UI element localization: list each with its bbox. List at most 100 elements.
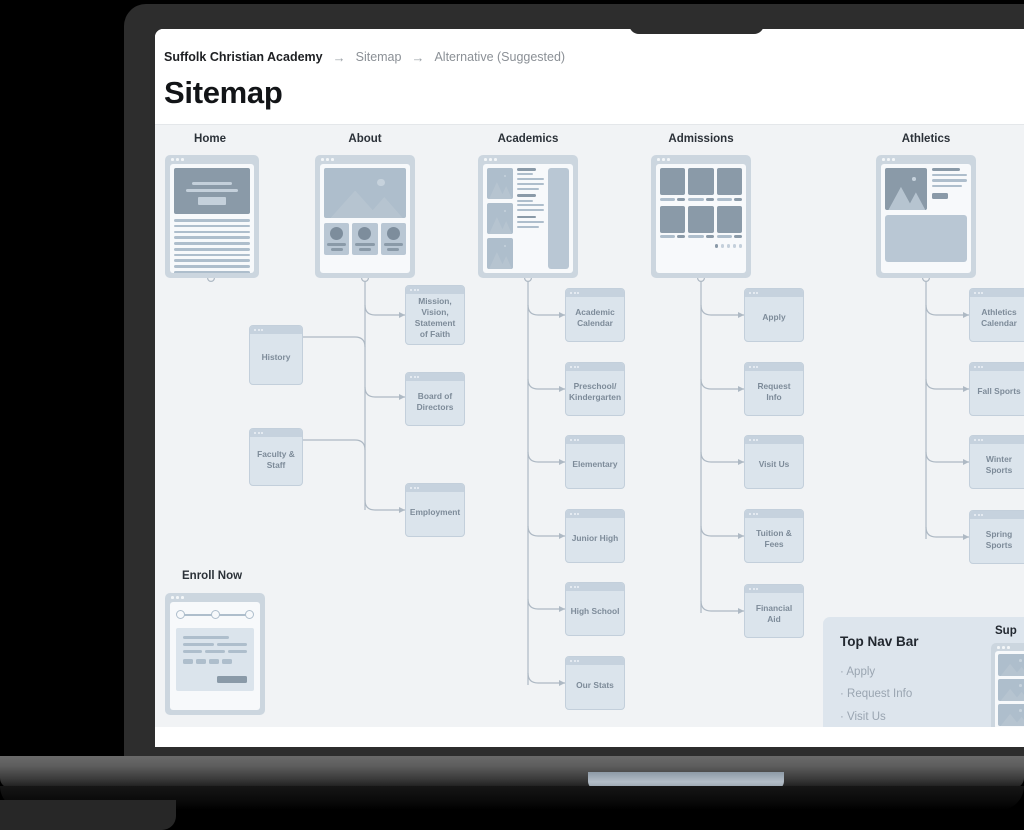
page-thumbnail-enroll-now[interactable] [165, 593, 265, 715]
node-titlebar-icon [745, 436, 803, 444]
node-label: History [261, 352, 291, 363]
column-heading-academics: Academics [497, 133, 559, 145]
sitemap-node-high-school[interactable]: High School [565, 582, 625, 636]
node-titlebar-icon [745, 585, 803, 593]
sitemap-canvas[interactable]: Home About Academics Admissions Athletic… [155, 124, 1024, 727]
node-label: Request Info [757, 380, 791, 402]
page-title: Sitemap [164, 75, 283, 110]
node-titlebar-icon [566, 289, 624, 297]
breadcrumb-item-1[interactable]: Sitemap [355, 50, 402, 65]
sitemap-node-visit-us[interactable]: Visit Us [744, 435, 804, 489]
sitemap-node-fall-sports[interactable]: Fall Sports [969, 362, 1024, 416]
node-titlebar-icon [250, 326, 302, 334]
node-titlebar-icon [745, 510, 803, 518]
node-label: Academic Calendar [575, 306, 615, 328]
node-label: Elementary [572, 459, 618, 470]
sitemap-node-our-stats[interactable]: Our Stats [565, 656, 625, 710]
sitemap-node-history[interactable]: History [249, 325, 303, 385]
node-titlebar-icon [566, 363, 624, 371]
laptop-screen: Suffolk Christian Academy → Sitemap → Al… [155, 29, 1024, 747]
breadcrumb-item-2[interactable]: Alternative (Suggested) [434, 50, 566, 65]
window-dots-icon [484, 158, 497, 161]
node-label: Winter Sports [985, 453, 1013, 475]
connector-edges [206, 274, 969, 686]
laptop-frame: Suffolk Christian Academy → Sitemap → Al… [124, 4, 1024, 756]
top-nav-bar-item-visit-us[interactable]: Visit Us [840, 706, 1024, 727]
node-titlebar-icon [970, 436, 1024, 444]
node-label: High School [570, 606, 620, 617]
column-heading-about: About [348, 133, 382, 145]
node-label: Tuition & Fees [756, 527, 792, 549]
laptop-base-lip [588, 772, 784, 790]
sitemap-node-request-info[interactable]: Request Info [744, 362, 804, 416]
window-dots-icon [882, 158, 895, 161]
node-label: Apply [762, 312, 786, 323]
page-thumbnail-about[interactable] [315, 155, 415, 278]
laptop-base [0, 756, 1024, 788]
node-label: Spring Sports [985, 528, 1013, 550]
node-label: Financial Aid [755, 602, 793, 624]
page-thumbnail-support[interactable] [991, 643, 1024, 727]
breadcrumb-separator-icon: → [411, 50, 425, 65]
sitemap-node-financial-aid[interactable]: Financial Aid [744, 584, 804, 638]
stepper-icon [176, 609, 254, 621]
sitemap-node-spring-sports[interactable]: Spring Sports [969, 510, 1024, 564]
top-nav-bar-item-request-info[interactable]: Request Info [840, 683, 1024, 705]
node-label: Athletics Calendar [981, 306, 1017, 328]
sitemap-node-preschool-kindergarten[interactable]: Preschool/ Kindergarten [565, 362, 625, 416]
sitemap-node-board-of-directors[interactable]: Board of Directors [405, 372, 465, 426]
column-heading-home: Home [194, 133, 226, 145]
laptop-foot-left [0, 800, 176, 830]
section-label-enroll-now: Enroll Now [182, 570, 243, 582]
sitemap-node-mission-vision[interactable]: Mission, Vision, Statement of Faith [405, 285, 465, 345]
node-titlebar-icon [566, 510, 624, 518]
sitemap-node-athletics-calendar[interactable]: Athletics Calendar [969, 288, 1024, 342]
node-label: Fall Sports [977, 386, 1021, 397]
sitemap-node-junior-high[interactable]: Junior High [565, 509, 625, 563]
node-titlebar-icon [745, 363, 803, 371]
column-heading-athletics: Athletics [901, 133, 951, 145]
sitemap-node-faculty-staff[interactable]: Faculty & Staff [249, 428, 303, 486]
pagination-dots-icon[interactable] [660, 244, 742, 248]
window-dots-icon [997, 646, 1010, 649]
page-thumbnail-academics[interactable] [478, 155, 578, 278]
node-titlebar-icon [566, 657, 624, 665]
column-heading-admissions: Admissions [668, 133, 734, 145]
page-thumbnail-home[interactable] [165, 155, 259, 278]
sitemap-node-employment[interactable]: Employment [405, 483, 465, 537]
page-thumbnail-admissions[interactable] [651, 155, 751, 278]
sitemap-node-academic-calendar[interactable]: Academic Calendar [565, 288, 625, 342]
node-titlebar-icon [566, 436, 624, 444]
node-titlebar-icon [970, 511, 1024, 519]
node-titlebar-icon [406, 286, 464, 294]
page-thumbnail-athletics[interactable] [876, 155, 976, 278]
laptop-notch [629, 4, 764, 34]
sitemap-node-winter-sports[interactable]: Winter Sports [969, 435, 1024, 489]
sitemap-node-tuition-fees[interactable]: Tuition & Fees [744, 509, 804, 563]
node-label: Visit Us [758, 459, 790, 470]
window-dots-icon [171, 596, 184, 599]
node-titlebar-icon [970, 289, 1024, 297]
window-dots-icon [171, 158, 184, 161]
node-label: Board of Directors [416, 390, 454, 412]
sitemap-node-elementary[interactable]: Elementary [565, 435, 625, 489]
node-titlebar-icon [970, 363, 1024, 371]
window-dots-icon [321, 158, 334, 161]
node-titlebar-icon [250, 429, 302, 437]
node-titlebar-icon [406, 484, 464, 492]
page-header: Suffolk Christian Academy → Sitemap → Al… [155, 29, 1024, 111]
sitemap-node-apply[interactable]: Apply [744, 288, 804, 342]
top-nav-bar-panel: Top Nav Bar Apply Request Info Visit Us [823, 617, 1024, 727]
top-nav-bar-item-apply[interactable]: Apply [840, 661, 1024, 683]
top-nav-bar-list: Apply Request Info Visit Us [840, 661, 1024, 727]
node-titlebar-icon [406, 373, 464, 381]
node-titlebar-icon [566, 583, 624, 591]
top-nav-bar-title: Top Nav Bar [840, 634, 919, 649]
breadcrumb-separator-icon: → [332, 50, 346, 65]
node-label: Preschool/ Kindergarten [568, 380, 622, 402]
node-label: Faculty & Staff [257, 448, 295, 470]
node-titlebar-icon [745, 289, 803, 297]
breadcrumb-item-0[interactable]: Suffolk Christian Academy [164, 50, 323, 65]
breadcrumb: Suffolk Christian Academy → Sitemap → Al… [164, 51, 1024, 64]
node-label: Our Stats [576, 680, 614, 691]
